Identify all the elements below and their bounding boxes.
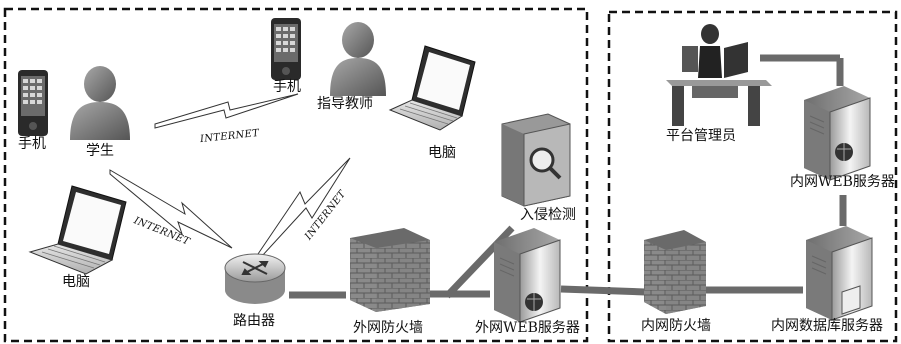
- int-web-server-label: 内网WEB服务器: [790, 174, 895, 190]
- wired-connections: [289, 54, 847, 299]
- firewall-icon: [644, 230, 706, 314]
- internal-network-boundary: [607, 10, 898, 343]
- internet-link-1: [154, 93, 299, 129]
- internet-links: [109, 93, 351, 257]
- admin-label: 平台管理员: [666, 128, 736, 144]
- internet-link-3: [257, 157, 351, 257]
- external-network-boundary: [3, 7, 589, 343]
- database-server-icon: [806, 226, 873, 321]
- server-icon: [804, 86, 871, 181]
- firewall-icon: [350, 228, 430, 312]
- intrusion-detection-icon: [501, 113, 571, 207]
- link-extweb-intfirewall: [560, 285, 646, 296]
- phone-icon: [271, 18, 301, 80]
- phone-icon: [18, 70, 48, 136]
- person-icon: [70, 66, 130, 140]
- ids-label: 入侵检测: [520, 207, 576, 223]
- laptop-label: 电脑: [62, 274, 90, 290]
- link-ids: [444, 225, 515, 299]
- laptop-label: 电脑: [428, 145, 456, 161]
- server-icon: [494, 228, 561, 323]
- teacher-label: 指导教师: [317, 96, 373, 112]
- laptop-icon: [28, 185, 127, 275]
- ext-web-server-label: 外网WEB服务器: [475, 320, 580, 336]
- router-label: 路由器: [233, 313, 275, 329]
- router-icon: [224, 253, 286, 304]
- person-icon: [330, 22, 386, 96]
- int-firewall-label: 内网防火墙: [641, 318, 711, 334]
- db-server-label: 内网数据库服务器: [771, 318, 883, 334]
- phone-label: 手机: [273, 79, 301, 95]
- phone-label: 手机: [18, 136, 46, 152]
- laptop-icon: [388, 45, 476, 131]
- admin-at-desk-icon: [666, 24, 772, 126]
- student-label: 学生: [86, 143, 114, 159]
- ext-firewall-label: 外网防火墙: [353, 320, 423, 336]
- internet-link-2: [109, 169, 233, 249]
